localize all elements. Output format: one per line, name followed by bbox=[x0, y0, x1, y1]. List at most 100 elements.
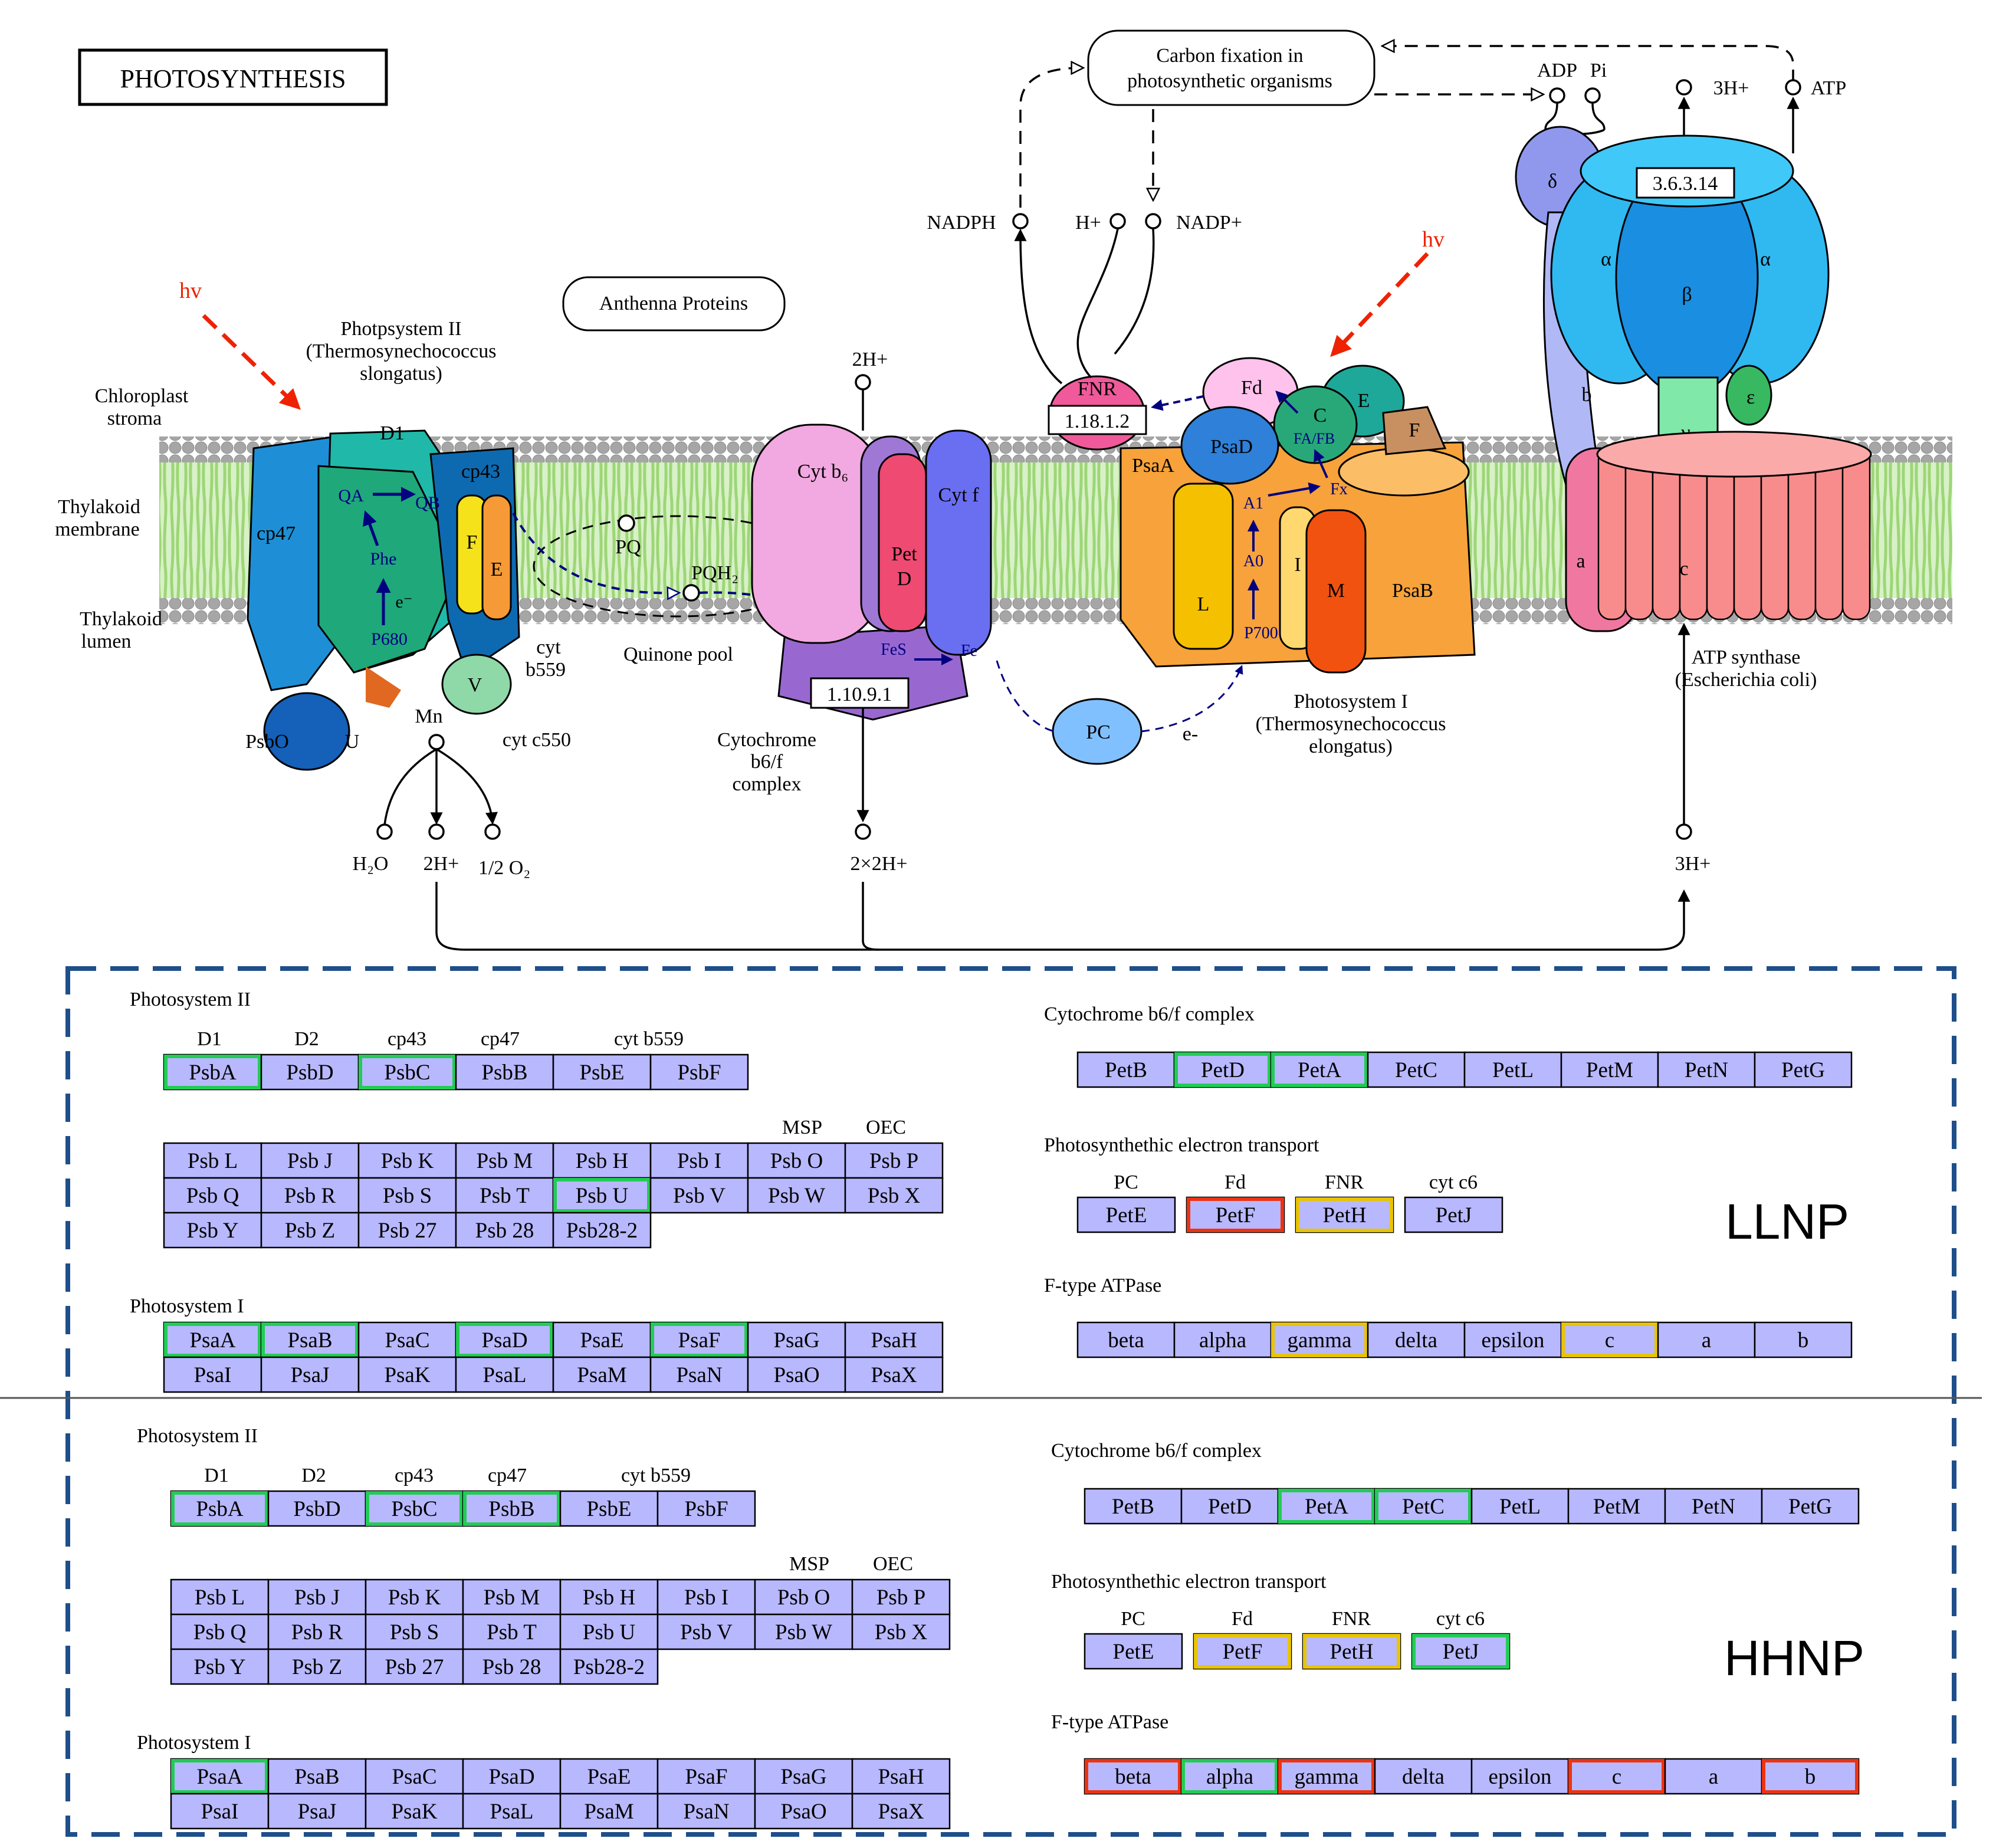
gene-box-fill bbox=[357, 1177, 457, 1214]
photosystem-i-complex: PsaAPsaBLIMFdEFCFA/FBPsaDFxA1A0P700Photo… bbox=[1120, 357, 1476, 757]
gene-box: PsaN bbox=[649, 1356, 749, 1393]
gene-label: PsaL bbox=[483, 1363, 527, 1387]
gene-label: Psb Y bbox=[186, 1219, 238, 1243]
psii-col-label: cyt b559 bbox=[621, 1465, 691, 1486]
gene-box-fill bbox=[1657, 1051, 1756, 1088]
gene-label: PsaF bbox=[685, 1765, 728, 1789]
fx-label: Fx bbox=[1330, 480, 1348, 498]
nadp-plus-node bbox=[1145, 213, 1161, 229]
gene-box-fill bbox=[844, 1356, 944, 1393]
gene-label: PsbA bbox=[196, 1497, 243, 1521]
psii-panel-title: Photosystem II bbox=[130, 989, 251, 1010]
ec-fnr-label: 1.18.1.2 bbox=[1065, 411, 1130, 432]
psii-col-label: D2 bbox=[301, 1465, 326, 1486]
gene-box-fill bbox=[1367, 1321, 1466, 1358]
gene-box: PetA bbox=[1277, 1488, 1376, 1525]
gene-box-fill bbox=[1173, 1321, 1272, 1358]
gene-label: Psb Z bbox=[285, 1219, 335, 1243]
gene-label: PsbE bbox=[579, 1061, 624, 1085]
gene-box: PsaC bbox=[357, 1321, 457, 1358]
gene-label: Psb J bbox=[294, 1586, 340, 1610]
gene-label: Psb O bbox=[770, 1149, 823, 1173]
p700-label: P700 bbox=[1244, 624, 1278, 642]
gene-box: b bbox=[1761, 1758, 1860, 1795]
gene-label: alpha bbox=[1199, 1328, 1246, 1353]
gene-box: alpha bbox=[1180, 1758, 1279, 1795]
pet-item-label: FNR bbox=[1325, 1171, 1364, 1193]
gene-label: PsaA bbox=[189, 1328, 235, 1353]
atp-alpha-right-label: α bbox=[1760, 248, 1771, 270]
gene-label: gamma bbox=[1288, 1328, 1352, 1353]
e-path-fe-pc bbox=[996, 660, 1056, 733]
gene-box: Psb X bbox=[844, 1177, 944, 1214]
psii-col-label: cp47 bbox=[488, 1465, 527, 1486]
gene-label: PsaD bbox=[488, 1765, 534, 1789]
gene-box-fill bbox=[1180, 1488, 1279, 1525]
gene-highlight-green bbox=[1278, 1489, 1375, 1524]
a0-label: A0 bbox=[1243, 552, 1263, 570]
gene-label: c bbox=[1605, 1328, 1614, 1353]
gene-box: PsbD bbox=[267, 1490, 367, 1527]
gene-label: PsaI bbox=[194, 1363, 232, 1387]
gene-label: PsaK bbox=[384, 1363, 430, 1387]
gene-label: beta bbox=[1108, 1328, 1144, 1353]
gene-box: Psb W bbox=[754, 1613, 853, 1650]
antenna-box bbox=[562, 276, 786, 331]
gene-label: PsaJ bbox=[291, 1363, 330, 1387]
adp-node bbox=[1549, 87, 1565, 104]
atp-3h-bottom-label: 3H+ bbox=[1675, 853, 1711, 875]
gene-box-fill bbox=[260, 1212, 360, 1249]
atp-epsilon-subunit bbox=[1725, 365, 1772, 426]
gene-box: PsaG bbox=[747, 1321, 846, 1358]
gene-box: PetH bbox=[1295, 1196, 1394, 1233]
gene-box-fill bbox=[1270, 1321, 1369, 1358]
gene-box-fill bbox=[365, 1613, 464, 1650]
fd-label: Fd bbox=[1241, 377, 1262, 399]
o2-node bbox=[484, 823, 501, 840]
atp-label: ATP bbox=[1811, 77, 1846, 99]
e-arrow-fx-fafb bbox=[1314, 449, 1328, 478]
oec-label: OEC bbox=[873, 1553, 913, 1575]
gene-box: Psb Y bbox=[163, 1212, 262, 1249]
psii-col-label: cyt b559 bbox=[614, 1028, 684, 1050]
light-arrow-right bbox=[1330, 252, 1429, 357]
qb-label: QB bbox=[415, 493, 440, 513]
gene-label: Psb 27 bbox=[385, 1655, 444, 1679]
gene-box: PsaB bbox=[267, 1758, 367, 1795]
gene-label: PsaO bbox=[780, 1800, 826, 1824]
gene-box: Psb T bbox=[462, 1613, 562, 1650]
psaa-label: PsaA bbox=[1132, 455, 1174, 477]
gene-label: Psb X bbox=[868, 1184, 921, 1208]
gene-box: c bbox=[1560, 1321, 1659, 1358]
atp-synthase-label: ATP synthase bbox=[1692, 646, 1801, 668]
gene-box: Psb S bbox=[365, 1613, 464, 1650]
gene-label: PsaB bbox=[294, 1765, 339, 1789]
psbv-subunit bbox=[441, 654, 512, 715]
cyt-c550-label: cyt c550 bbox=[503, 729, 571, 751]
gene-box-fill bbox=[1761, 1758, 1860, 1795]
cyt-complex-label-3: complex bbox=[732, 773, 801, 795]
pi-label: Pi bbox=[1590, 60, 1607, 81]
gene-highlight-red bbox=[1568, 1759, 1665, 1794]
gene-box: Psb H bbox=[559, 1578, 659, 1616]
gene-box: PetN bbox=[1657, 1051, 1756, 1088]
gene-box: Psb R bbox=[260, 1177, 360, 1214]
atpase-panel-title: F-type ATPase bbox=[1044, 1275, 1161, 1296]
gene-box-fill bbox=[656, 1758, 756, 1795]
psac-subunit bbox=[1273, 385, 1358, 464]
gene-highlight-green bbox=[261, 1322, 359, 1357]
gene-label: PetB bbox=[1105, 1058, 1147, 1082]
gene-label: Psb K bbox=[381, 1149, 434, 1173]
psii-title-2: (Thermosynechococcus bbox=[306, 340, 497, 362]
e-path-pc-p700 bbox=[1141, 665, 1243, 733]
psii-title: Photpsystem II bbox=[341, 318, 462, 340]
gene-box: PetF bbox=[1186, 1196, 1285, 1233]
gene-label: b bbox=[1798, 1328, 1809, 1353]
gene-box: Psb K bbox=[357, 1142, 457, 1179]
pet-item-label: PC bbox=[1121, 1608, 1145, 1630]
gene-box: PsaI bbox=[163, 1356, 262, 1393]
h2o-link bbox=[383, 748, 437, 825]
atp-delta-label: δ bbox=[1548, 170, 1557, 192]
gene-box: PetD bbox=[1180, 1488, 1279, 1525]
gene-box: PsaH bbox=[851, 1758, 951, 1795]
